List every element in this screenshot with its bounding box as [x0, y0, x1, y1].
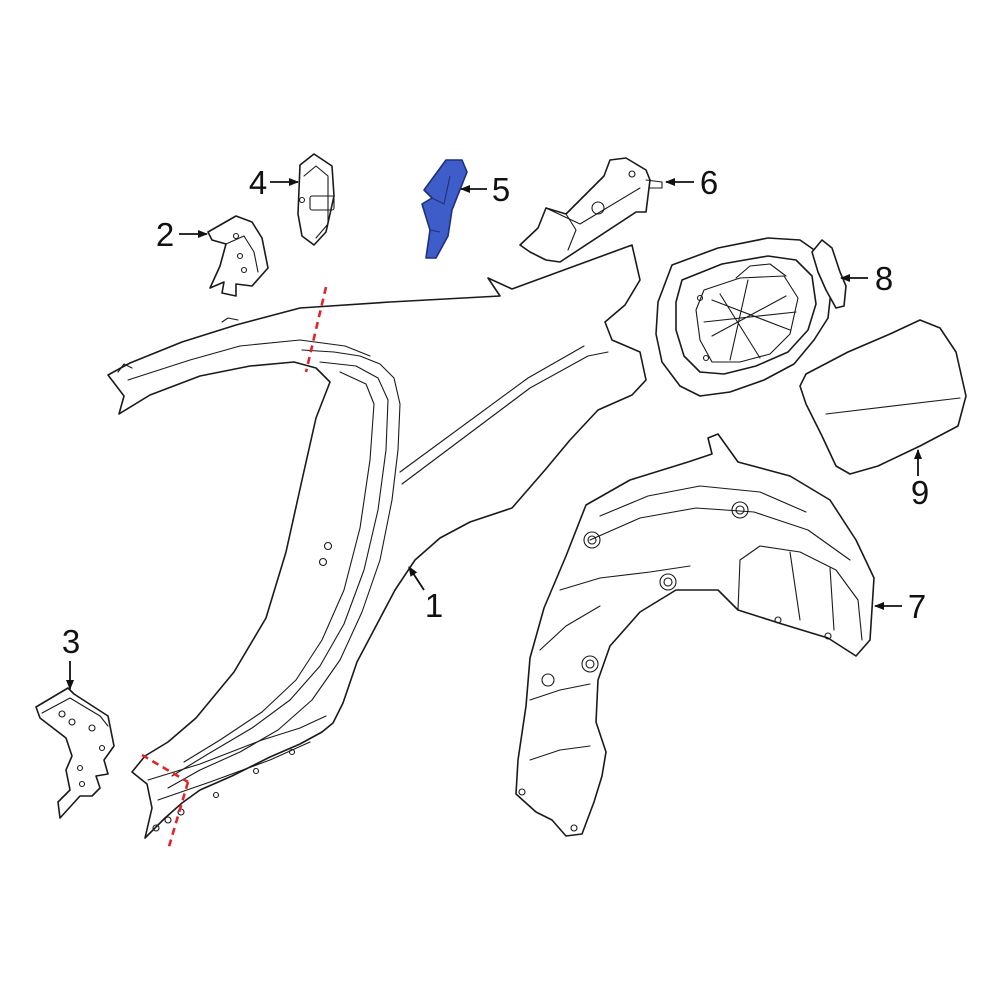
- callout-7[interactable]: 7: [908, 588, 926, 625]
- reinforcement-bracket-part[interactable]: [35, 687, 115, 819]
- highlighted-bracket-part[interactable]: [421, 159, 468, 259]
- leader-1: [408, 566, 425, 591]
- quarter-panel-part[interactable]: [107, 244, 647, 839]
- callout-3[interactable]: 3: [62, 623, 80, 660]
- bracket-part[interactable]: [207, 215, 269, 297]
- callout-1[interactable]: 1: [425, 587, 443, 624]
- callout-5[interactable]: 5: [492, 171, 510, 208]
- callout-4[interactable]: 4: [249, 164, 267, 201]
- callout-2[interactable]: 2: [156, 216, 174, 253]
- callout-9[interactable]: 9: [911, 474, 929, 511]
- wheelhouse-liner-part[interactable]: [515, 433, 875, 837]
- cut-line-lower-1: [141, 753, 189, 784]
- retainer-part[interactable]: [297, 153, 335, 246]
- upper-bracket-part[interactable]: [519, 157, 663, 263]
- cut-line-upper: [304, 286, 328, 373]
- callout-6[interactable]: 6: [700, 164, 718, 201]
- callout-8[interactable]: 8: [875, 260, 893, 297]
- fuel-door-housing-part[interactable]: [655, 237, 847, 397]
- highlighted-part-fill: [421, 159, 468, 259]
- fuel-door-part[interactable]: [799, 319, 967, 475]
